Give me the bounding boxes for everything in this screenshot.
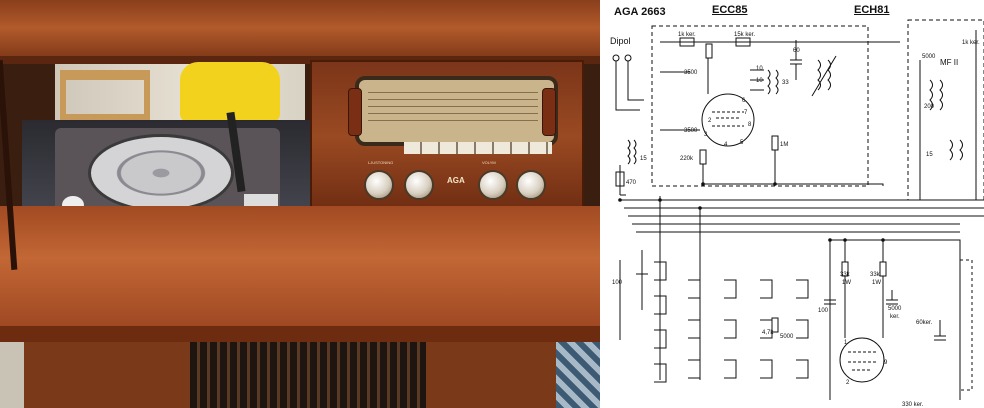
pin-3: 3 <box>704 132 708 138</box>
pin-6: 6 <box>742 98 746 104</box>
label-r-33k-b: 33k <box>870 272 881 278</box>
label-r-4-7k: 4,7k <box>762 330 774 336</box>
pin-2-output: 2 <box>846 380 850 386</box>
label-c-200: 200 <box>924 104 935 110</box>
dial-scale-lines <box>368 86 538 126</box>
cabinet-top-board <box>0 206 600 336</box>
tube-label-ecc85: ECC85 <box>712 4 748 16</box>
label-c-10-b: 10 <box>756 78 763 84</box>
radiogram-photo: LJUSTONING VOLYM AGA <box>0 0 600 408</box>
chair <box>60 70 150 120</box>
turntable-buttons <box>244 194 278 208</box>
label-c-15-right: 15 <box>926 152 933 158</box>
pin-4: 4 <box>724 142 728 148</box>
label-c-60ker: 60ker. <box>916 320 933 326</box>
coil-mid <box>767 69 779 95</box>
label-r-1k: 1k ker. <box>678 32 696 38</box>
label-c-5000-mid-ker: ker. <box>890 314 900 320</box>
brand-label: AGA <box>447 176 465 185</box>
capacitor-60ker <box>934 320 946 341</box>
label-c-3500-a: 3500 <box>684 70 698 76</box>
label-res-100: 100 <box>612 280 623 286</box>
label-r-1k-right: 1k ker. <box>962 40 980 46</box>
dial-handle-right <box>542 88 556 136</box>
label-r-33k-b-w: 1W <box>872 280 881 286</box>
resistor-33k-b <box>879 261 887 277</box>
label-r-33k-a: 33k <box>840 272 851 278</box>
shield-box-ecc85 <box>651 25 869 187</box>
schematic-model: AGA 2663 <box>614 6 666 18</box>
label-c-10-a: 10 <box>756 66 763 72</box>
floor-left <box>0 342 24 408</box>
radio-knob-1 <box>364 170 394 200</box>
variable-coil <box>811 55 837 97</box>
label-r-470: 470 <box>626 180 637 186</box>
dial-handle-left <box>348 88 362 136</box>
pin-2: 2 <box>708 118 712 124</box>
tube-label-ech81: ECH81 <box>854 4 890 16</box>
resistor-1k <box>679 37 695 47</box>
capacitor-top <box>705 43 713 59</box>
resistor-220k <box>699 149 707 165</box>
label-r-220k: 220k <box>680 156 694 162</box>
shield-box-mf <box>907 19 984 201</box>
rug-right <box>556 342 600 408</box>
mf-coil-1 <box>929 79 943 111</box>
schematic-drawing: 1k ker. 15k ker. 60 3500 3500 10 10 33 2… <box>612 19 984 408</box>
label-c-5000-low: 5000 <box>780 334 794 340</box>
input-coil <box>627 139 637 165</box>
label-c-5000-top: 5000 <box>922 54 936 60</box>
mf-coil-2 <box>949 139 963 161</box>
pin-8: 8 <box>748 122 752 128</box>
label-c-330: 330 ker. <box>902 402 924 408</box>
resistor-1m <box>771 135 779 151</box>
cabinet-board-front <box>0 326 600 342</box>
label-c-5000-mid: 5000 <box>888 306 902 312</box>
knob-label-left: LJUSTONING <box>368 160 394 165</box>
switch-contacts <box>654 261 809 383</box>
resistor-4-7k <box>771 317 779 333</box>
radio-knob-4 <box>516 170 546 200</box>
label-c-60: 60 <box>793 48 800 54</box>
radio-knob-3 <box>478 170 508 200</box>
capacitor-5000 <box>886 290 898 305</box>
speaker-grille <box>190 342 426 408</box>
label-r-15k: 15k ker. <box>734 32 755 38</box>
dipol-terminal-2 <box>624 54 632 62</box>
circuit-schematic: 1k ker. 15k ker. 60 3500 3500 10 10 33 2… <box>600 0 984 408</box>
turntable-platter <box>88 134 234 212</box>
cabinet-lid <box>0 0 600 62</box>
resistor-15k <box>735 37 751 47</box>
label-c-15: 15 <box>640 156 647 162</box>
tube-ecc85 <box>701 93 755 147</box>
pin-9-output: 9 <box>884 360 888 366</box>
knob-label-right: VOLYM <box>482 160 496 165</box>
lid-edge <box>0 56 600 64</box>
label-c-33: 33 <box>782 80 789 86</box>
capacitor-60 <box>790 40 802 80</box>
radio-knob-2 <box>404 170 434 200</box>
label-c-3500-b: 3500 <box>684 128 698 134</box>
label-c-100: 100 <box>818 308 829 314</box>
band-selector-keys <box>404 142 552 154</box>
pin-1-output: 1 <box>844 340 848 346</box>
tube-output <box>839 337 885 383</box>
antenna-label: Dipol <box>610 36 631 46</box>
mf-label: MF II <box>940 58 959 67</box>
dipol-terminal-1 <box>612 54 620 62</box>
label-r-1m: 1M <box>780 142 788 148</box>
pin-5: 5 <box>740 140 744 146</box>
resistor-470 <box>615 171 625 187</box>
pin-7: 7 <box>744 110 748 116</box>
label-r-33k-a-w: 1W <box>842 280 851 286</box>
